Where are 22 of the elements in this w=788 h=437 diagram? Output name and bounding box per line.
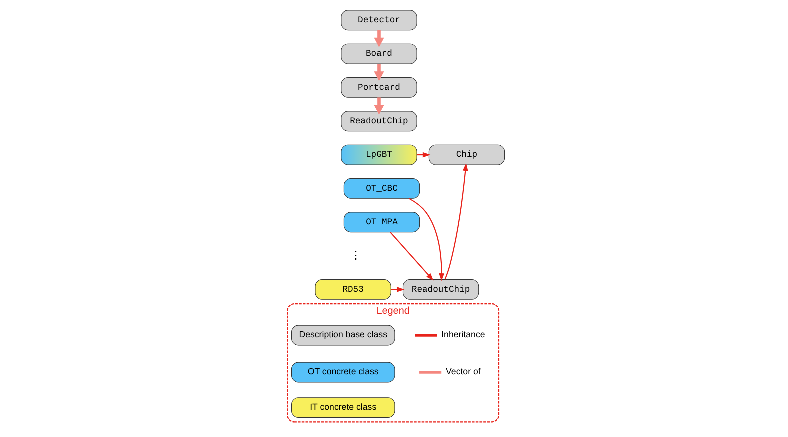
node-box: Board bbox=[341, 44, 418, 64]
node-box: OT_MPA bbox=[344, 212, 420, 233]
node-box: ReadoutChip bbox=[341, 111, 418, 132]
node-box: Portcard bbox=[341, 78, 418, 98]
node-box: ReadoutChip bbox=[402, 279, 480, 300]
legend-label: Description base class bbox=[299, 330, 388, 340]
legend-label: OT concrete class bbox=[308, 366, 379, 377]
legend-label: Inheritance bbox=[442, 330, 486, 340]
arrow bbox=[374, 30, 384, 48]
arrow bbox=[408, 198, 445, 282]
node-box: OT_CBC bbox=[344, 178, 420, 199]
arrow bbox=[444, 163, 468, 280]
arrow bbox=[374, 64, 384, 82]
legend-label: Vector of bbox=[446, 366, 481, 377]
node-box: LpGBT bbox=[341, 144, 418, 166]
arrow bbox=[374, 98, 384, 115]
node-box: Chip bbox=[428, 144, 506, 166]
node-box: Detector bbox=[341, 10, 418, 31]
arrow bbox=[390, 232, 434, 281]
legend-label: IT concrete class bbox=[310, 402, 377, 412]
node-box: RD53 bbox=[315, 279, 392, 300]
label: ⋮ bbox=[350, 250, 362, 263]
